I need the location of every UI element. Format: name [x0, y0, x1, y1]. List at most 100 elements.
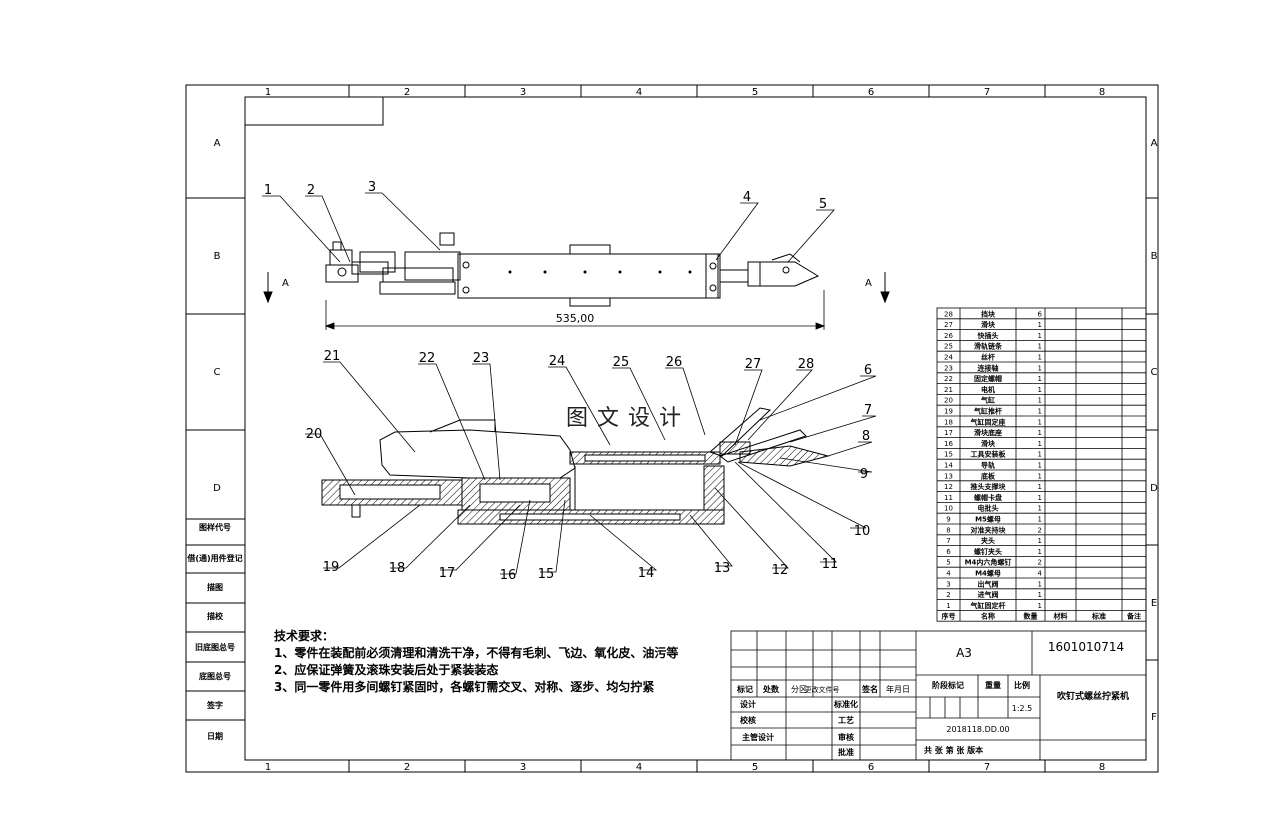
bom-qty: 2 — [1038, 526, 1042, 534]
callout-4: 4 — [743, 190, 751, 205]
svg-text:6: 6 — [868, 87, 874, 98]
bom-header: 名称 — [981, 612, 995, 621]
bom-part-name: 快插头 — [978, 331, 999, 340]
bom-qty: 1 — [1038, 483, 1042, 491]
svg-text:更改文件号: 更改文件号 — [805, 685, 840, 694]
bom-qty: 1 — [1038, 364, 1042, 372]
top-view — [325, 232, 820, 307]
bom-part-name: 气缸固定杆 — [970, 601, 1006, 610]
bom-header: 序号 — [941, 612, 956, 621]
svg-text:工艺: 工艺 — [838, 715, 854, 725]
bom-part-name: 气缸固定座 — [970, 417, 1006, 426]
bom-qty: 2 — [1038, 559, 1042, 567]
callout-20: 20 — [306, 427, 323, 442]
bom-qty: 1 — [1038, 321, 1042, 329]
svg-text:签名: 签名 — [861, 684, 878, 694]
note-line-3: 3、同一零件用多间螺钉紧固时，各螺钉需交叉、对称、逐步、均匀拧紧 — [274, 680, 655, 694]
bom-qty: 1 — [1038, 494, 1042, 502]
svg-text:比例: 比例 — [1014, 680, 1030, 690]
callout-26: 26 — [666, 355, 683, 370]
bom-index: 6 — [946, 548, 951, 556]
svg-text:3: 3 — [520, 762, 526, 773]
callout-9: 9 — [860, 467, 868, 482]
bom-part-name: 气缸推杆 — [973, 407, 1002, 416]
bom-qty: 1 — [1038, 451, 1042, 459]
bom-index: 14 — [944, 462, 953, 470]
svg-text:重量: 重量 — [985, 680, 1001, 690]
bom-index: 28 — [944, 310, 953, 318]
svg-text:6: 6 — [868, 762, 874, 773]
svg-text:日期: 日期 — [207, 731, 223, 741]
section-callouts-top: 21 22 23 24 25 26 27 28 — [324, 349, 815, 372]
bom-qty: 1 — [1038, 591, 1042, 599]
bom-qty: 1 — [1038, 440, 1042, 448]
svg-text:图样代号: 图样代号 — [199, 522, 231, 532]
svg-text:处数: 处数 — [762, 684, 780, 694]
svg-text:8: 8 — [1099, 87, 1105, 98]
sheet-count: 共 张 第 张 版本 — [924, 745, 983, 755]
bom-part-name: 滑块 — [981, 320, 996, 329]
title-block-text: A3 1601010714 吹钉式螺丝拧紧机 阶段标记 重量 比例 1:2.5 … — [736, 640, 1129, 757]
dimension-535 — [324, 290, 826, 330]
bom-index: 24 — [944, 354, 953, 362]
bom-index: 23 — [944, 364, 953, 372]
dimension-value: 535,00 — [556, 312, 595, 325]
bom-index: 15 — [944, 451, 953, 459]
svg-text:旧底图总号: 旧底图总号 — [195, 642, 235, 652]
bom-qty: 1 — [1038, 548, 1042, 556]
bom-index: 22 — [944, 375, 953, 383]
bom-qty: 1 — [1038, 343, 1042, 351]
svg-text:E: E — [1151, 598, 1157, 609]
bom-qty: 1 — [1038, 537, 1042, 545]
callout-27: 27 — [745, 357, 762, 372]
drawing-code: 1601010714 — [1048, 640, 1124, 654]
section-label-right: A — [865, 278, 872, 289]
bom-part-name: 丝杆 — [981, 353, 995, 362]
bom-part-name: 出气阀 — [978, 579, 999, 588]
callout-6: 6 — [864, 363, 872, 378]
callout-5: 5 — [819, 197, 827, 212]
bom-qty: 1 — [1038, 418, 1042, 426]
sheet-size: A3 — [956, 646, 972, 660]
section-view — [321, 407, 830, 525]
callout-15: 15 — [538, 567, 555, 582]
callout-12: 12 — [772, 563, 789, 578]
bom-qty: 1 — [1038, 397, 1042, 405]
bom-part-name: 夹头 — [981, 536, 995, 545]
bom-part-name: 底板 — [981, 471, 996, 480]
bom-index: 26 — [944, 332, 953, 340]
bom-index: 16 — [944, 440, 953, 448]
top-callout-leaders — [262, 192, 835, 263]
svg-text:C: C — [214, 367, 221, 378]
svg-text:标准化: 标准化 — [833, 699, 858, 709]
bom-qty: 1 — [1038, 472, 1042, 480]
svg-text:7: 7 — [984, 762, 990, 773]
svg-text:C: C — [1151, 367, 1158, 378]
svg-text:B: B — [1151, 251, 1158, 262]
bom-header: 数量 — [1024, 612, 1038, 621]
bom-part-name: M4螺母 — [975, 569, 1001, 578]
technical-requirements: 技术要求： 1、零件在装配前必须清理和清洗干净，不得有毛刺、飞边、氧化皮、油污等… — [274, 628, 724, 696]
svg-text:7: 7 — [984, 87, 990, 98]
bom-part-name: 推头支撑块 — [971, 482, 1007, 491]
left-register-labels: 图样代号 借(通)用件登记 描图 描校 旧底图总号 底图总号 签字 日期 — [186, 522, 242, 741]
svg-text:设计: 设计 — [740, 699, 756, 709]
bom-index: 13 — [944, 472, 953, 480]
bom-part-name: 导轨 — [981, 461, 995, 470]
callout-2: 2 — [307, 183, 315, 198]
callout-14: 14 — [638, 566, 655, 581]
section-callout-leaders — [305, 361, 877, 575]
bom-part-name: 气缸 — [980, 396, 995, 405]
svg-text:A: A — [1151, 138, 1158, 149]
bom-part-name: 固定螺帽 — [974, 374, 1002, 383]
bom-header: 材料 — [1053, 612, 1068, 621]
svg-text:描图: 描图 — [207, 582, 223, 592]
callout-23: 23 — [473, 351, 490, 366]
bom-qty: 1 — [1038, 516, 1042, 524]
svg-text:4: 4 — [636, 762, 642, 773]
bom-part-name: 进气阀 — [978, 590, 999, 599]
note-line-2: 2、应保证弹簧及滚珠安装后处于紧装装态 — [274, 663, 499, 677]
